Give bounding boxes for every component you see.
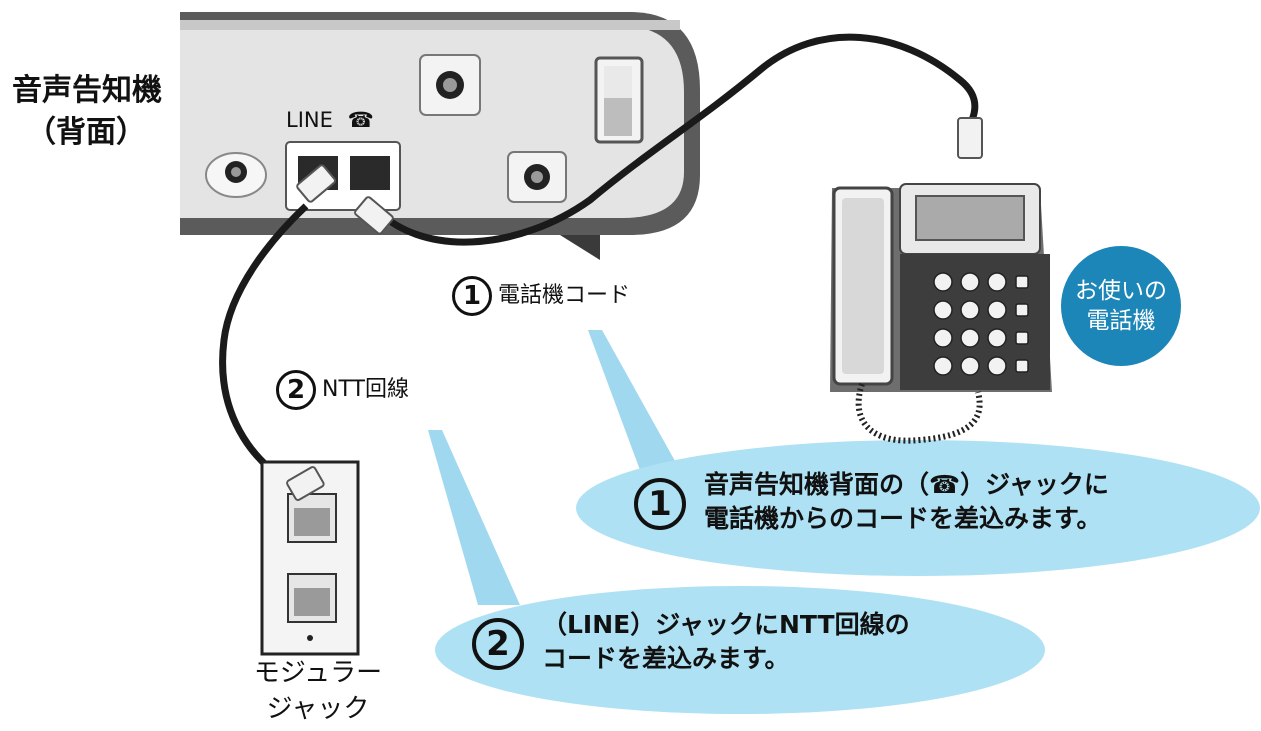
step-2-line2: コードを差込みます。 — [542, 644, 790, 673]
phone-cord — [369, 33, 979, 246]
plug-phone-end — [957, 117, 983, 159]
callout-2-tail — [428, 430, 520, 605]
step-1-line1: 音声告知機背面の（☎）ジャックに — [704, 470, 1109, 499]
plug-wall — [286, 466, 325, 501]
step-2-line1: （LINE）ジャックにNTT回線の — [542, 610, 910, 639]
round-socket-left — [205, 152, 267, 198]
step-1-callout: 1 音声告知機背面の（☎）ジャックに 電話機からのコードを差込みます。 — [634, 468, 1109, 536]
phone-display — [915, 195, 1025, 241]
badge-line1: お使いの — [1075, 278, 1167, 304]
line-port-label: LINE — [286, 108, 333, 132]
device-rear-panel — [180, 12, 700, 260]
plug-line — [296, 164, 336, 203]
device-title: 音声告知機 （背面） — [12, 70, 162, 154]
phone-symbol-icon: ☎ — [347, 108, 374, 132]
coiled-cord — [855, 383, 983, 444]
plug-phone — [354, 196, 394, 235]
modular-jack-label: モジュラー ジャック — [248, 655, 388, 727]
telephone — [830, 183, 1052, 444]
callout-2-bubble — [435, 586, 1045, 714]
callout-1-tail — [588, 330, 680, 470]
phone-jack — [350, 156, 390, 190]
cord-2-number: 2 — [276, 370, 316, 410]
cord-1-text: 電話機コード — [498, 283, 631, 308]
power-switch — [594, 56, 644, 144]
round-socket-bottom — [507, 151, 567, 203]
badge-line2: 電話機 — [1086, 308, 1156, 334]
cord-1-number: 1 — [452, 276, 492, 316]
callout-1-bubble — [576, 440, 1260, 576]
device-title-line1: 音声告知機 — [12, 73, 162, 108]
your-phone-badge: お使いの 電話機 — [1061, 246, 1181, 366]
keypad — [933, 272, 1029, 376]
step-2-callout: 2 （LINE）ジャックにNTT回線の コードを差込みます。 — [472, 608, 910, 676]
modular-jack-label-line1: モジュラー — [253, 658, 383, 688]
device-title-line2: （背面） — [26, 115, 146, 150]
step-1-number: 1 — [634, 478, 686, 530]
ntt-line-cord — [219, 203, 309, 492]
round-socket-top — [419, 54, 481, 116]
jack-port-labels: LINE ☎ — [286, 108, 374, 132]
jack-block — [285, 141, 401, 211]
step-1-line2: 電話機からのコードを差込みます。 — [704, 504, 1102, 533]
cord-2-text: NTT回線 — [322, 377, 409, 402]
step-2-number: 2 — [472, 618, 524, 670]
modular-jack-label-line2: ジャック — [266, 694, 370, 724]
